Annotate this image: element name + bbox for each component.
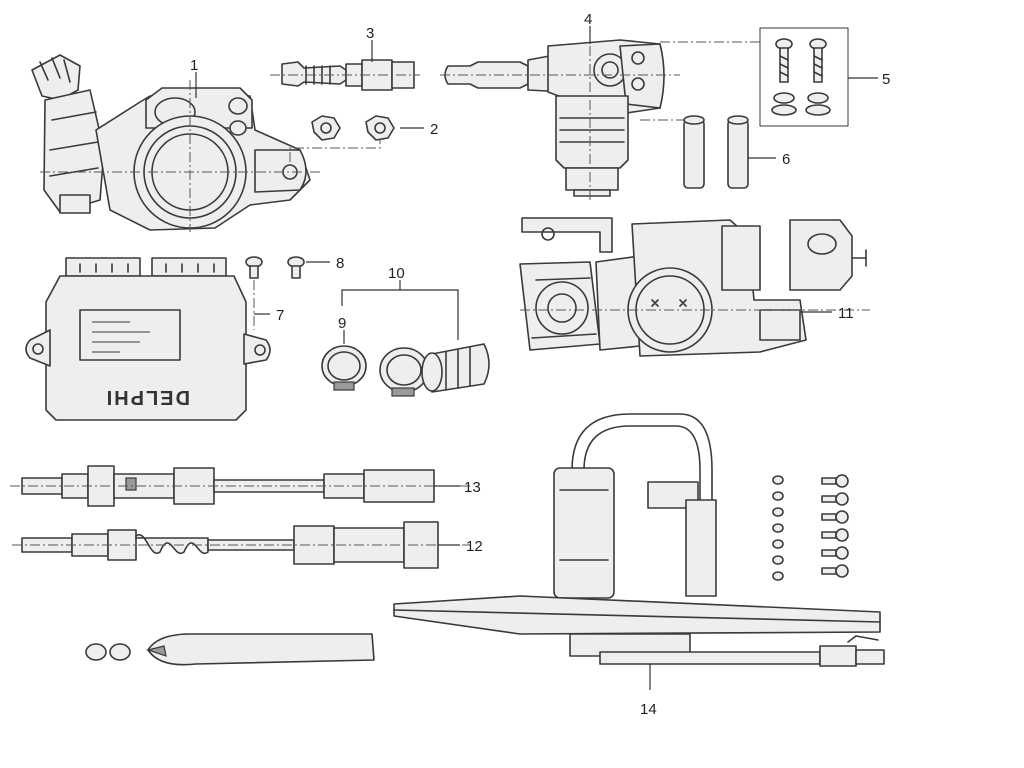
- fuel-hose-with-clamps: [85, 633, 375, 666]
- callout-5: 5: [882, 71, 890, 88]
- part-2-nuts: [289, 115, 395, 162]
- part-4-fuel-injector: [440, 28, 760, 200]
- callout-4: 4: [584, 11, 592, 28]
- callout-1: 1: [190, 57, 198, 74]
- callout-7: 7: [276, 307, 284, 324]
- part-1-throttle-body: [31, 54, 320, 232]
- callout-10: 10: [388, 265, 405, 282]
- part-12-temp-sensor: [12, 521, 470, 569]
- part-6-sleeves: [683, 115, 776, 189]
- callout-14: 14: [640, 701, 657, 718]
- leader-lines: [195, 26, 591, 315]
- part-8-bolts: [245, 256, 330, 330]
- part-3-fitting: [270, 59, 420, 91]
- part-9-10-clamps-hose: [321, 280, 490, 397]
- part-14-fuel-pump-module: [393, 413, 885, 690]
- part-13-o2-sensor: [10, 465, 470, 507]
- part-11-throttle-assembly: [519, 217, 870, 357]
- pump-screws: [821, 474, 849, 578]
- callout-13: 13: [464, 479, 481, 496]
- callout-11: 11: [838, 305, 854, 322]
- callout-3: 3: [366, 25, 374, 42]
- part-7-ecu: DELPHI: [25, 257, 271, 421]
- callout-2: 2: [430, 121, 438, 138]
- callout-6: 6: [782, 151, 790, 168]
- callout-numbers: 1 2 3 4 5 6 7 8 9 10 11 12 13 14: [190, 11, 890, 718]
- ecu-brand-logo: DELPHI: [105, 386, 190, 408]
- part-5-screws-washers: [759, 27, 878, 127]
- callout-8: 8: [336, 255, 344, 272]
- callout-9: 9: [338, 315, 346, 332]
- pump-washers: [772, 475, 784, 581]
- callout-12: 12: [466, 538, 483, 555]
